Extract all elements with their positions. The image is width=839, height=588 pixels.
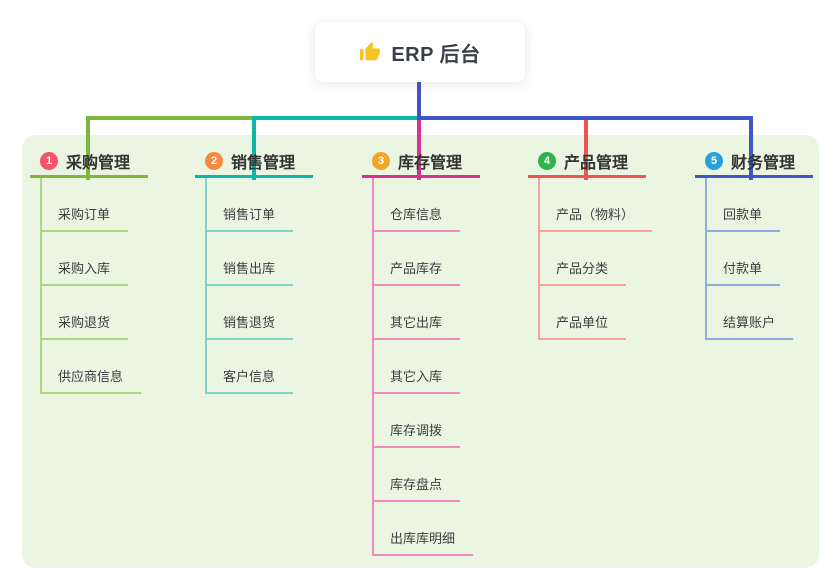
- branch-label: 采购管理: [66, 155, 131, 172]
- child-node[interactable]: 销售出库: [207, 232, 294, 286]
- branch-header[interactable]: 1 采购管理: [30, 147, 148, 178]
- child-node-label: 仓库信息: [390, 207, 443, 222]
- child-node-label: 库存调拨: [390, 423, 443, 438]
- child-node-label: 其它入库: [390, 369, 443, 384]
- child-node-label: 产品（物料）: [556, 207, 635, 222]
- child-node-label: 回款单: [723, 207, 763, 222]
- child-node[interactable]: 付款单: [707, 232, 781, 286]
- branch-number-badge: 1: [40, 152, 58, 170]
- branch-children: 销售订单销售出库销售退货客户信息: [205, 178, 294, 394]
- branch-3: 3 库存管理仓库信息产品库存其它出库其它入库库存调拨库存盘点出库库明细: [362, 147, 480, 556]
- child-node-label: 采购退货: [58, 315, 111, 330]
- child-node[interactable]: 销售退货: [207, 286, 294, 340]
- child-node-label: 产品分类: [556, 261, 609, 276]
- root-title: ERP 后台: [391, 43, 481, 66]
- child-node-label: 采购入库: [58, 261, 111, 276]
- branch-header[interactable]: 4 产品管理: [528, 147, 646, 178]
- child-node-label: 付款单: [723, 261, 763, 276]
- thumbs-up-icon: [359, 41, 381, 63]
- branch-number-badge: 3: [372, 152, 390, 170]
- child-node-label: 结算账户: [723, 315, 776, 330]
- root-node[interactable]: ERP 后台: [315, 22, 525, 82]
- child-node-label: 产品单位: [556, 315, 609, 330]
- child-node[interactable]: 采购入库: [42, 232, 129, 286]
- child-node[interactable]: 结算账户: [707, 286, 794, 340]
- child-node[interactable]: 产品分类: [540, 232, 627, 286]
- branch-header[interactable]: 3 库存管理: [362, 147, 480, 178]
- branch-2: 2 销售管理销售订单销售出库销售退货客户信息: [195, 147, 313, 394]
- child-node[interactable]: 产品单位: [540, 286, 627, 340]
- child-node-label: 客户信息: [223, 369, 276, 384]
- child-node[interactable]: 采购订单: [42, 178, 129, 232]
- branch-label: 库存管理: [398, 155, 463, 172]
- child-node-label: 库存盘点: [390, 477, 443, 492]
- child-node[interactable]: 产品（物料）: [540, 178, 653, 232]
- child-node-label: 其它出库: [390, 315, 443, 330]
- child-node[interactable]: 客户信息: [207, 340, 294, 394]
- child-node[interactable]: 库存盘点: [374, 448, 461, 502]
- branch-number-badge: 5: [705, 152, 723, 170]
- child-node[interactable]: 出库库明细: [374, 502, 474, 556]
- child-node-label: 销售订单: [223, 207, 276, 222]
- branch-label: 财务管理: [731, 155, 796, 172]
- child-node[interactable]: 产品库存: [374, 232, 461, 286]
- child-node-label: 销售退货: [223, 315, 276, 330]
- branch-number-badge: 2: [205, 152, 223, 170]
- branch-header[interactable]: 5 财务管理: [695, 147, 813, 178]
- branch-5: 5 财务管理回款单付款单结算账户: [695, 147, 813, 340]
- child-node-label: 销售出库: [223, 261, 276, 276]
- child-node[interactable]: 采购退货: [42, 286, 129, 340]
- branch-children: 采购订单采购入库采购退货供应商信息: [40, 178, 142, 394]
- branches-panel: [22, 135, 819, 568]
- branch-1: 1 采购管理采购订单采购入库采购退货供应商信息: [30, 147, 148, 394]
- branch-header[interactable]: 2 销售管理: [195, 147, 313, 178]
- child-node-label: 产品库存: [390, 261, 443, 276]
- branch-number-badge: 4: [538, 152, 556, 170]
- child-node[interactable]: 回款单: [707, 178, 781, 232]
- branch-4: 4 产品管理产品（物料） 产品分类产品单位: [528, 147, 653, 340]
- child-node-label: 采购订单: [58, 207, 111, 222]
- branch-children: 仓库信息产品库存其它出库其它入库库存调拨库存盘点出库库明细: [372, 178, 474, 556]
- branch-children: 回款单付款单结算账户: [705, 178, 794, 340]
- branch-children: 产品（物料） 产品分类产品单位: [538, 178, 653, 340]
- child-node-label: 供应商信息: [58, 369, 124, 384]
- branch-label: 销售管理: [231, 155, 296, 172]
- child-node[interactable]: 库存调拨: [374, 394, 461, 448]
- child-node[interactable]: 其它入库: [374, 340, 461, 394]
- branch-label: 产品管理: [564, 155, 629, 172]
- child-node[interactable]: 仓库信息: [374, 178, 461, 232]
- child-node-label: 出库库明细: [390, 531, 456, 546]
- child-node[interactable]: 销售订单: [207, 178, 294, 232]
- child-node[interactable]: 供应商信息: [42, 340, 142, 394]
- child-node[interactable]: 其它出库: [374, 286, 461, 340]
